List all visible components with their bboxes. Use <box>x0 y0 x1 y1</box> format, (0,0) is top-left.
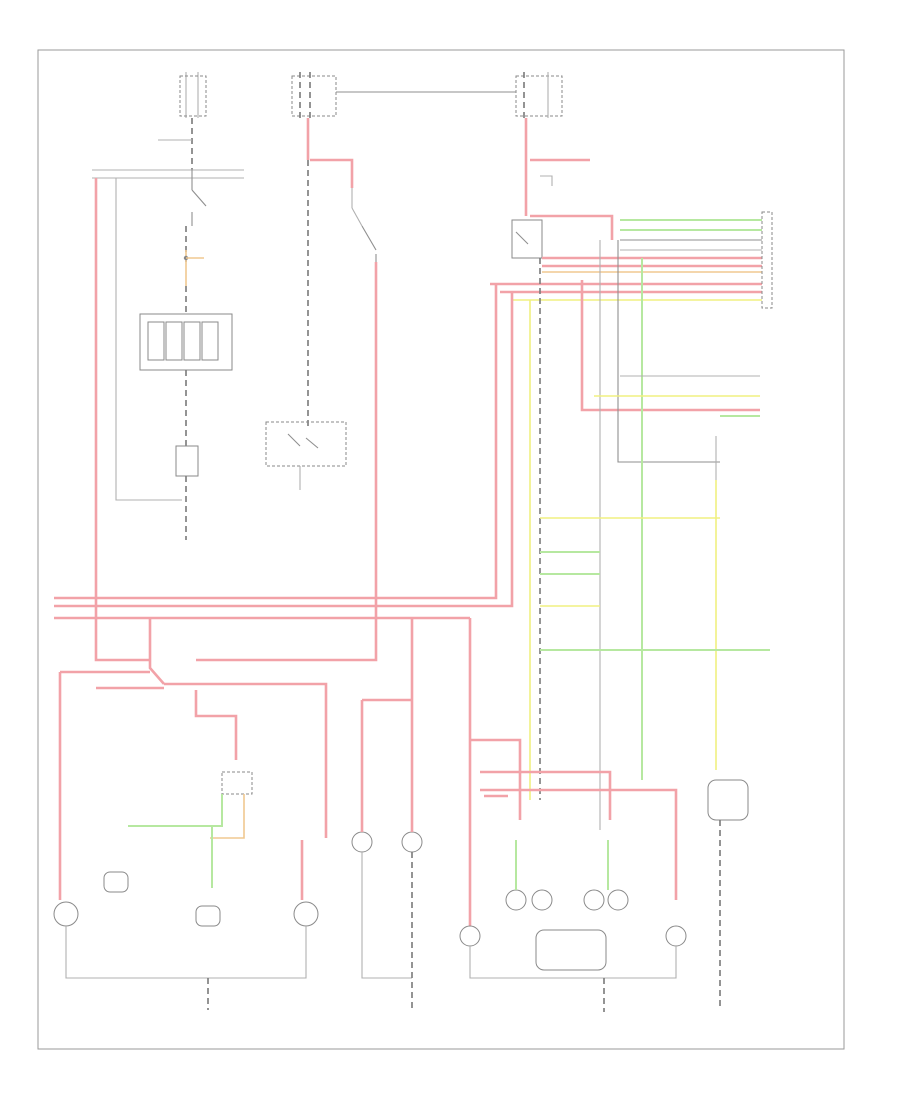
module-contact <box>515 231 529 245</box>
high-mount-stop-lamp <box>707 779 749 821</box>
rear-ground-bus <box>469 946 677 979</box>
rear-red-branch <box>470 738 522 820</box>
right-park-lamp <box>195 905 221 927</box>
left-park-lamp <box>103 871 129 893</box>
left-power-wire <box>94 178 150 662</box>
trailer-connector <box>761 211 773 309</box>
lower-orange-wire <box>210 794 245 839</box>
top-connector-right <box>515 72 563 118</box>
right-gray-stub <box>540 175 553 186</box>
license-lamp <box>535 929 607 971</box>
rear-red-branch-3 <box>480 788 678 900</box>
right-black-vertical <box>617 240 720 463</box>
lower-connector <box>221 771 253 795</box>
rear-red-branch-2 <box>480 770 612 820</box>
turn-lamp-module <box>175 445 199 477</box>
brake-output-wire <box>196 262 378 662</box>
right-red-vertical-2 <box>580 280 760 412</box>
bus-red-1 <box>54 284 498 600</box>
lower-red-left <box>148 618 165 685</box>
right-red-mid <box>530 214 614 240</box>
lower-red-branch <box>194 690 238 760</box>
center-relay <box>265 421 347 467</box>
right-rear-lamp <box>665 925 687 947</box>
diagram-border <box>37 49 845 1050</box>
left-marker-lamp <box>351 831 373 853</box>
lower-green-wire <box>128 794 223 827</box>
top-connector-left <box>179 72 207 118</box>
front-ground-bus <box>65 926 307 979</box>
right-turn-lamp <box>583 889 605 911</box>
lower-red-h3 <box>164 682 328 838</box>
right-stop-lamp <box>607 889 629 911</box>
left-front-lamp <box>53 901 79 927</box>
left-stop-lamp <box>505 889 527 911</box>
center-red-branch <box>310 158 354 188</box>
turn-signal-module <box>511 219 543 259</box>
bus-red-2 <box>54 292 514 608</box>
left-rear-lamp <box>459 925 481 947</box>
left-turn-lamp <box>531 889 553 911</box>
marker-ground <box>361 852 412 979</box>
right-marker-lamp <box>401 831 423 853</box>
connector-block-left <box>139 313 233 371</box>
top-connector-center <box>291 72 337 118</box>
right-front-lamp <box>293 901 319 927</box>
brake-switch <box>351 207 377 262</box>
left-ground-wire <box>115 178 182 501</box>
headlamp-switch <box>191 170 207 226</box>
